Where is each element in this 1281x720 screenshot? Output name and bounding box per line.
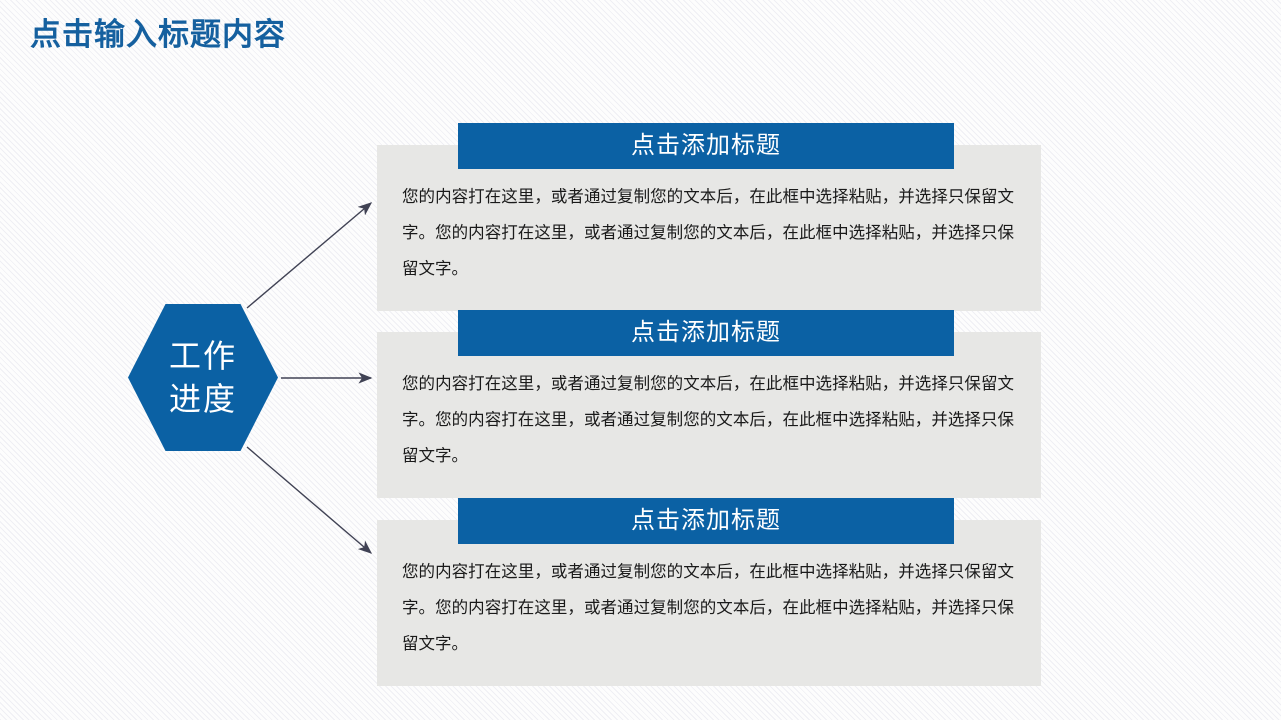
card-body-text: 您的内容打在这里，或者通过复制您的文本后，在此框中选择粘贴，并选择只保留文字。您…	[402, 375, 1014, 465]
card-body-text: 您的内容打在这里，或者通过复制您的文本后，在此框中选择粘贴，并选择只保留文字。您…	[402, 188, 1014, 278]
card-body-panel	[377, 332, 1041, 498]
hexagon-label: 工作 进度	[128, 304, 278, 451]
card-header-title[interactable]: 点击添加标题	[458, 498, 954, 544]
connector-arrow-3	[246, 446, 373, 554]
card-body-text: 您的内容打在这里，或者通过复制您的文本后，在此框中选择粘贴，并选择只保留文字。您…	[402, 563, 1014, 653]
hexagon-shape	[128, 304, 278, 451]
card-body-panel	[377, 520, 1041, 686]
card-header-title[interactable]: 点击添加标题	[458, 310, 954, 356]
connector-arrow-1	[246, 202, 373, 309]
card-header-title[interactable]: 点击添加标题	[458, 123, 954, 169]
hexagon-label-line1: 工作	[168, 337, 237, 374]
page-title: 点击输入标题内容	[30, 17, 286, 52]
hexagon-node[interactable]: 工作 进度	[128, 304, 278, 451]
hexagon-label-line2: 进度	[168, 380, 237, 417]
card-body-panel	[377, 145, 1041, 311]
